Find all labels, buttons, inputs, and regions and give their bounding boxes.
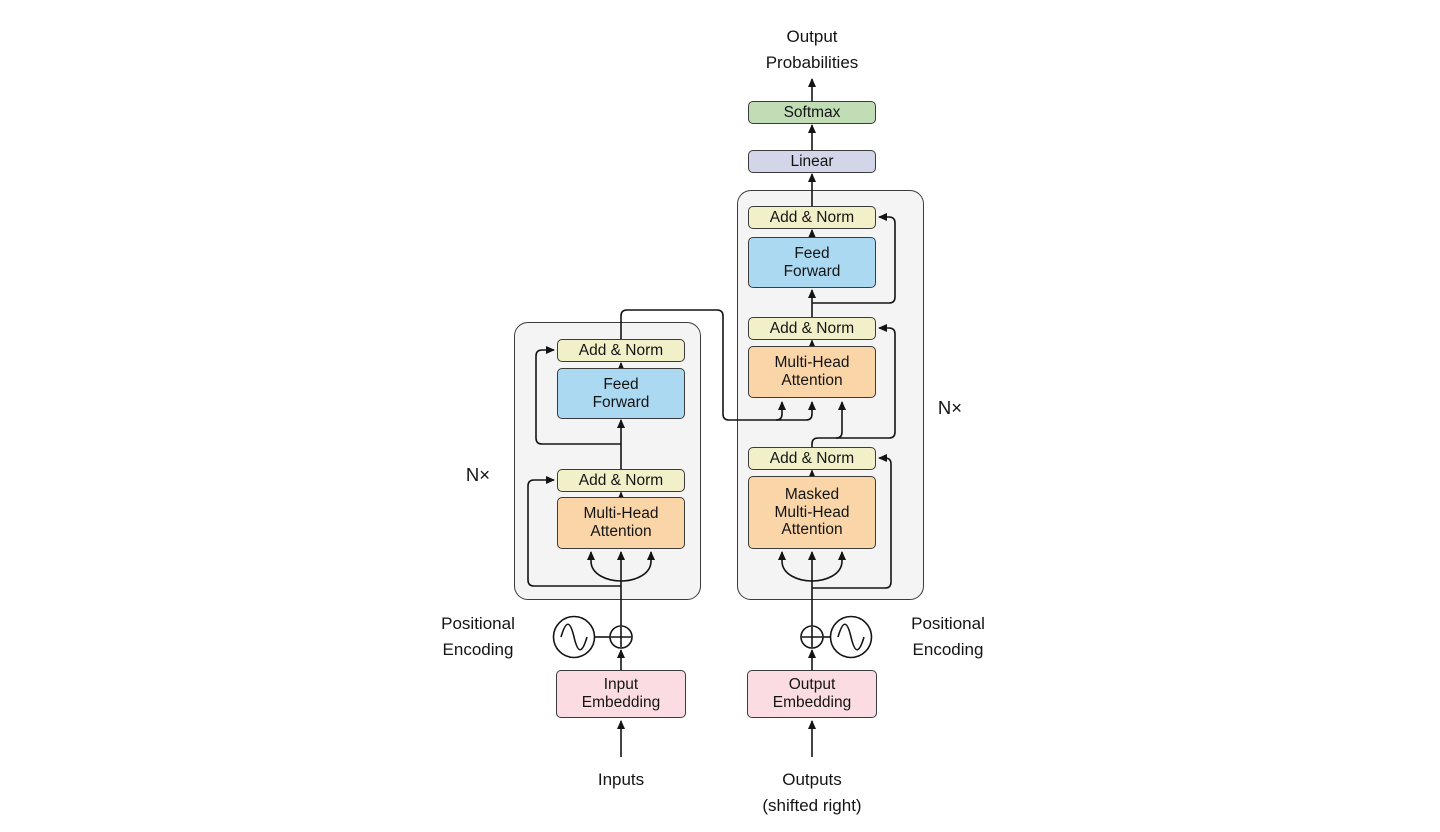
- sine-circle: [829, 615, 873, 659]
- input-embedding-box: Input Embedding: [556, 670, 686, 718]
- plus-icon-left: [609, 625, 633, 649]
- plus-icon-right: [800, 625, 824, 649]
- positional-encoding-label-right: Positional Encoding: [911, 614, 985, 659]
- encoder-add-norm-bottom-box: Add & Norm: [557, 469, 685, 492]
- plus-circle: [609, 625, 633, 649]
- encoder-block: [514, 322, 701, 600]
- inputs-label: Inputs: [597, 770, 645, 789]
- encoder-attention-box: Multi-Head Attention: [557, 497, 685, 549]
- positional-encoding-label-left: Positional Encoding: [441, 614, 515, 659]
- encoder-multiplier-label: N×: [465, 464, 491, 485]
- sine-wave: [837, 623, 865, 651]
- output-embedding-box: Output Embedding: [747, 670, 877, 718]
- decoder-add-norm-middle-box: Add & Norm: [748, 317, 876, 340]
- decoder-multiplier-label: N×: [937, 397, 963, 418]
- plus-sign: [802, 627, 822, 647]
- positional-encoding-icon-left: [552, 615, 610, 659]
- softmax-box: Softmax: [748, 101, 876, 124]
- encoder-feed-forward-box: Feed Forward: [557, 368, 685, 419]
- linear-box: Linear: [748, 150, 876, 173]
- sine-wave: [560, 623, 588, 651]
- positional-encoding-icon-right: [823, 615, 873, 659]
- decoder-add-norm-bottom-box: Add & Norm: [748, 447, 876, 470]
- outputs-label: Outputs (shifted right): [762, 770, 862, 815]
- encoder-add-norm-top-box: Add & Norm: [557, 339, 685, 362]
- decoder-add-norm-top-box: Add & Norm: [748, 206, 876, 229]
- plus-sign: [611, 627, 631, 647]
- output-probabilities-label: Output Probabilities: [765, 27, 859, 72]
- plus-circle: [800, 625, 824, 649]
- decoder-feed-forward-box: Feed Forward: [748, 237, 876, 288]
- decoder-cross-attention-box: Multi-Head Attention: [748, 346, 876, 398]
- sine-circle: [552, 615, 596, 659]
- decoder-masked-attention-box: Masked Multi-Head Attention: [748, 476, 876, 549]
